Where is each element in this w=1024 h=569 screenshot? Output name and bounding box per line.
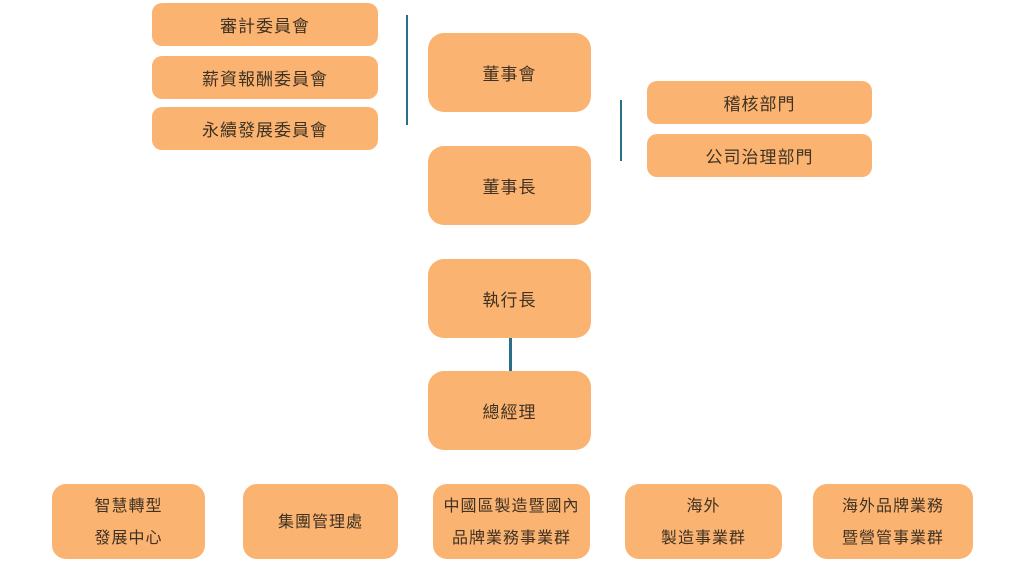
org-box-smart-transformation-center: 智慧轉型 發展中心 xyxy=(52,484,205,559)
org-box-chairman: 董事長 xyxy=(428,146,591,225)
org-box-audit-committee: 審計委員會 xyxy=(152,3,378,46)
org-box-overseas-brand-ops-bg: 海外品牌業務 暨營管事業群 xyxy=(813,484,973,559)
org-box-remuneration-committee: 薪資報酬委員會 xyxy=(152,56,378,99)
org-box-corporate-governance-department: 公司治理部門 xyxy=(647,134,872,177)
connector-departments-vertical-line xyxy=(620,100,622,161)
connector-committees-vertical-line xyxy=(406,15,408,125)
org-box-sustainability-committee: 永續發展委員會 xyxy=(152,107,378,150)
org-box-overseas-manufacturing-bg: 海外 製造事業群 xyxy=(625,484,782,559)
org-box-internal-audit-department: 稽核部門 xyxy=(647,81,872,124)
connector-ceo-gm-vertical-line xyxy=(509,338,512,371)
org-box-china-mfg-domestic-brand-bg: 中國區製造暨國內 品牌業務事業群 xyxy=(433,484,590,559)
org-box-group-management-office: 集團管理處 xyxy=(243,484,398,559)
org-box-general-manager: 總經理 xyxy=(428,371,591,450)
org-box-ceo: 執行長 xyxy=(428,259,591,338)
org-box-board-of-directors: 董事會 xyxy=(428,33,591,112)
